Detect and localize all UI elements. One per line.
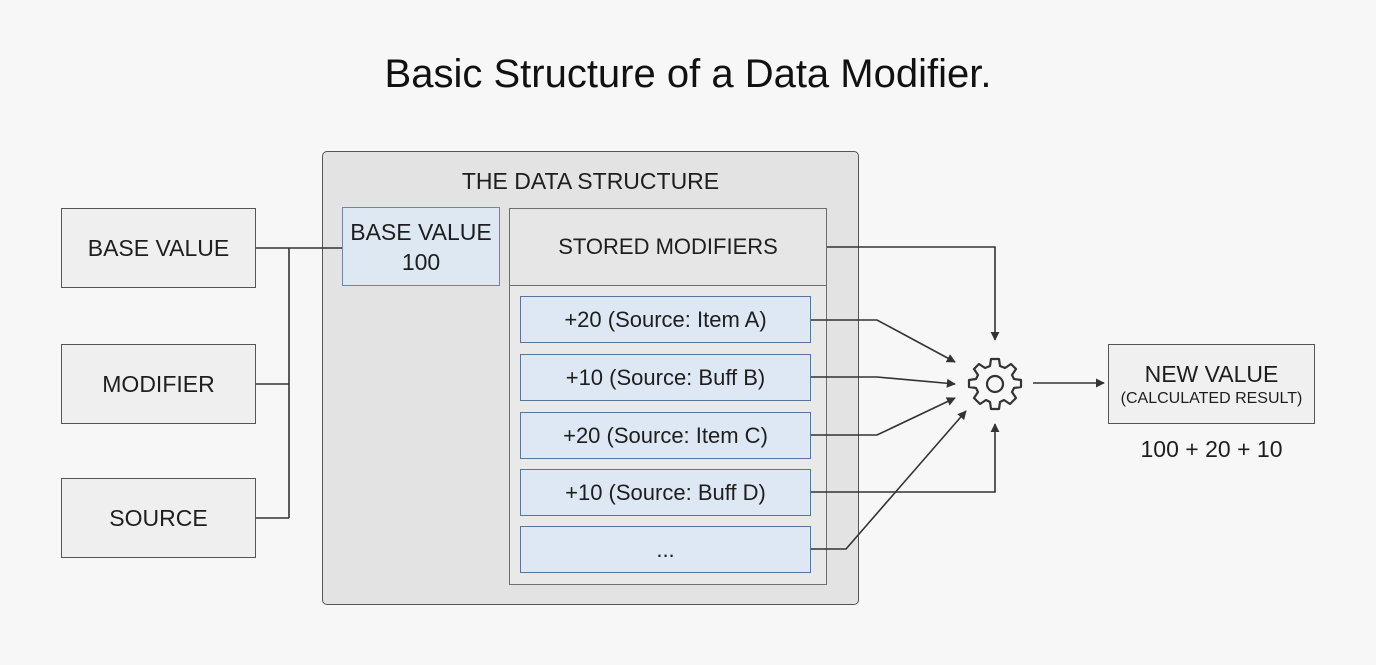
base-value-label: BASE VALUE [350, 218, 492, 245]
data-structure-title: THE DATA STRUCTURE [461, 168, 720, 194]
new-value-label: NEW VALUE [1144, 360, 1279, 387]
input-modifier-label: MODIFIER [102, 370, 215, 397]
input-modifier: MODIFIER [61, 344, 256, 424]
modifier-row: +10 (Source: Buff B) [520, 354, 811, 401]
base-value-box: BASE VALUE 100 [342, 207, 500, 286]
row-to-gear-arrow [811, 423, 1000, 493]
row-to-gear-arrow [811, 376, 956, 388]
new-value-box: NEW VALUE (CALCULATED RESULT) [1108, 344, 1315, 424]
modifier-row-label: +10 (Source: Buff B) [565, 364, 766, 390]
row-to-gear-arrow [811, 319, 956, 363]
modifier-row-label: +10 (Source: Buff D) [565, 479, 766, 505]
input-base-value-label: BASE VALUE [87, 234, 230, 261]
new-value-sublabel: (CALCULATED RESULT) [1120, 389, 1303, 407]
modifier-row: +10 (Source: Buff D) [520, 469, 811, 516]
row-to-gear-arrow [811, 397, 956, 436]
stored-modifiers-title: STORED MODIFIERS [558, 234, 778, 259]
input-source: SOURCE [61, 478, 256, 558]
modifier-row-label: +20 (Source: Item A) [564, 306, 767, 332]
base-value-number: 100 [401, 248, 441, 275]
gear-icon [967, 357, 1023, 411]
diagram-title: Basic Structure of a Data Modifier. [384, 52, 992, 96]
modifier-row: ... [520, 526, 811, 573]
stored-modifiers-header: STORED MODIFIERS [509, 208, 827, 286]
result-formula: 100 + 20 + 10 [1140, 436, 1283, 462]
modifier-row-label: +20 (Source: Item C) [563, 422, 768, 448]
input-source-label: SOURCE [109, 504, 208, 531]
modifier-row-label: ... [656, 536, 675, 562]
modifier-row: +20 (Source: Item A) [520, 296, 811, 343]
input-base-value: BASE VALUE [61, 208, 256, 288]
header-to-gear-arrow [827, 246, 1000, 341]
modifier-row: +20 (Source: Item C) [520, 412, 811, 459]
row-to-gear-arrow [811, 410, 967, 550]
